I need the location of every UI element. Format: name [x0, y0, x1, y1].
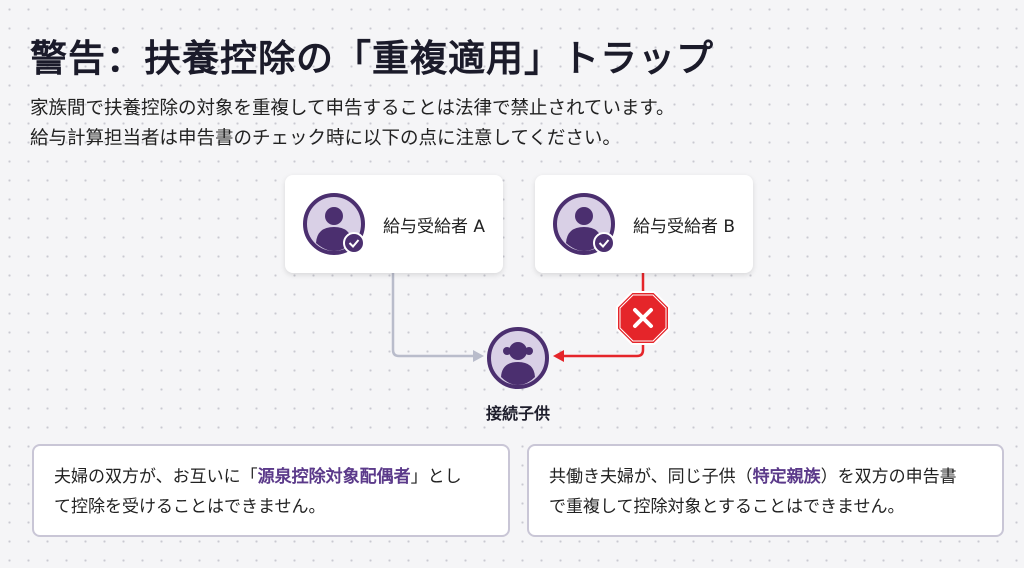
child-avatar-icon — [487, 327, 549, 389]
connector-a — [391, 273, 474, 358]
note-text: 夫婦の双方が、お互いに「 — [54, 467, 258, 487]
description-line: 給与計算担当者は申告書のチェック時に以下の点に注意してください。 — [30, 128, 621, 149]
user-check-icon — [553, 193, 615, 255]
stop-x-icon — [615, 290, 671, 346]
page-title: 警告：扶養控除の「重複適用」トラップ — [30, 37, 714, 80]
note-text: ）を双方の申告書 — [820, 467, 957, 487]
connector-b — [563, 273, 645, 358]
earner-b-label: 給与受給者 B — [633, 216, 736, 237]
earner-a-label: 給与受給者 A — [383, 216, 486, 237]
note-text: 共働き夫婦が、同じ子供（ — [549, 467, 753, 487]
child-label: 接続子供 — [485, 404, 550, 423]
earner-a-card: 給与受給者 A — [285, 175, 503, 273]
note-text: で重複して控除対象とすることはできません。 — [549, 497, 905, 517]
note-child: 共働き夫婦が、同じ子供（特定親族）を双方の申告書 で重複して控除対象とすることは… — [527, 444, 1004, 537]
arrow-a-icon — [473, 350, 484, 362]
note-highlight: 特定親族 — [752, 467, 821, 487]
description: 家族間で扶養控除の対象を重複して申告することは法律で禁止されています。 給与計算… — [30, 94, 675, 154]
earner-b-card: 給与受給者 B — [535, 175, 753, 273]
description-line: 家族間で扶養控除の対象を重複して申告することは法律で禁止されています。 — [30, 98, 675, 119]
note-text: 」とし — [410, 467, 462, 487]
note-text: て控除を受けることはできません。 — [54, 497, 326, 517]
note-spouse: 夫婦の双方が、お互いに「源泉控除対象配偶者」とし て控除を受けることはできません… — [32, 444, 510, 537]
arrow-b-icon — [553, 350, 564, 362]
note-highlight: 源泉控除対象配偶者 — [257, 467, 411, 487]
user-check-icon — [303, 193, 365, 255]
